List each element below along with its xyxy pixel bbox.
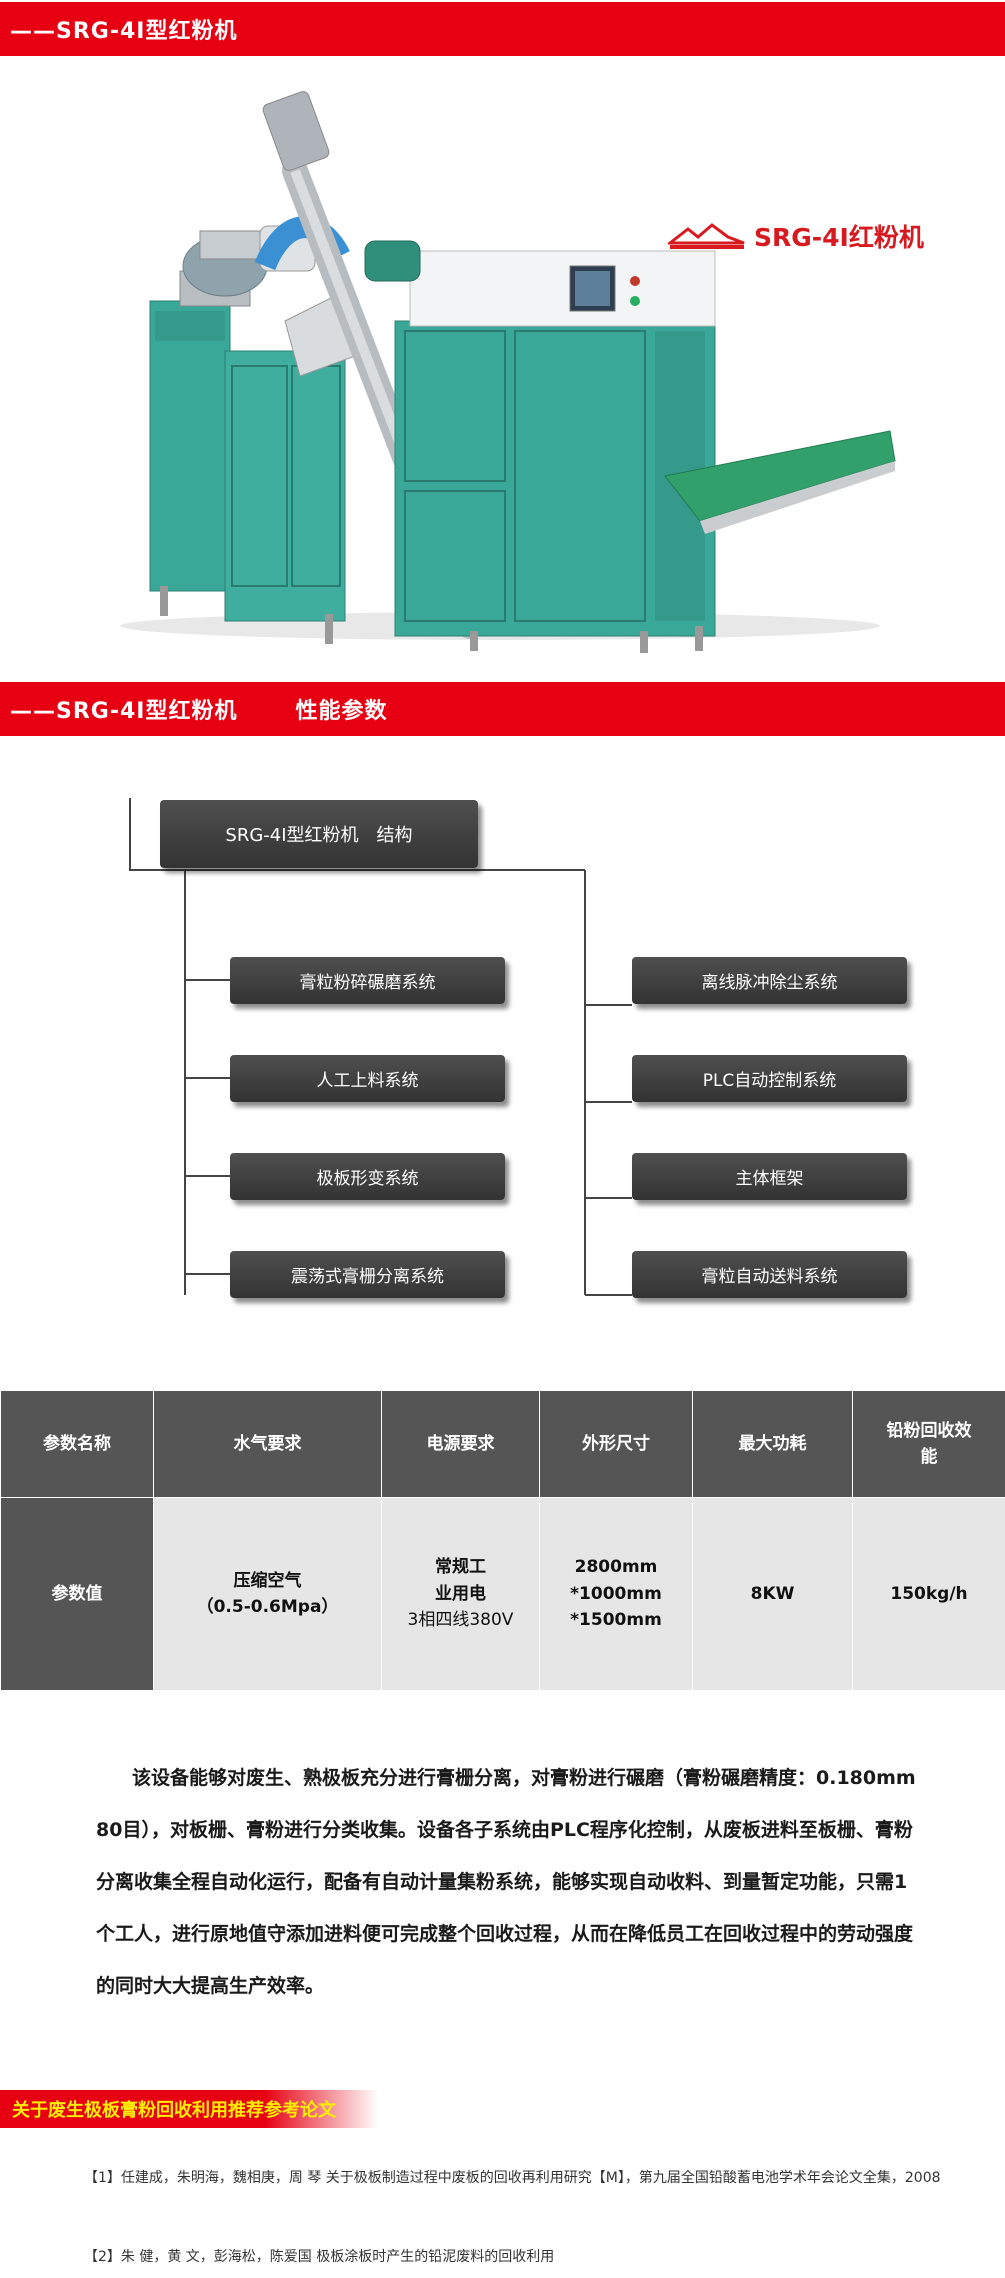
- diagram-left-item: 人工上料系统: [230, 1055, 505, 1102]
- header-text: 铅粉回收效能: [886, 1420, 972, 1467]
- cell-line: *1500mm: [570, 1610, 662, 1631]
- diagram-left-item: 膏粒粉碎碾磨系统: [230, 957, 505, 1004]
- size-cell: 2800mm *1000mm *1500mm: [539, 1497, 693, 1691]
- diagram-left-item: 震荡式膏栅分离系统: [230, 1251, 505, 1298]
- product-photo: SRG-4I红粉机: [0, 66, 1005, 656]
- cell-line: 常规工: [435, 1557, 486, 1578]
- cell-line: （0.5-0.6Mpa）: [196, 1597, 339, 1617]
- machine-illustration: [120, 91, 896, 653]
- cell-line: *1000mm: [570, 1583, 662, 1604]
- diagram-right-item: 膏粒自动送料系统: [632, 1251, 907, 1298]
- description-paragraph: 该设备能够对废生、熟极板充分进行膏栅分离，对膏粉进行碾磨（膏粉碾磨精度：0.18…: [96, 1767, 916, 1997]
- item-label: 主体框架: [735, 1169, 804, 1189]
- section-banner-performance: ——SRG-4I型红粉机 性能参数: [0, 682, 1005, 736]
- reference-item: 【1】任建成，朱明海，魏相庚，周 琴 关于极板制造过程中废板的回收再利用研究【M…: [84, 2170, 941, 2186]
- item-label: 离线脉冲除尘系统: [701, 973, 838, 993]
- recovery-cell: 150kg/h: [852, 1497, 1005, 1691]
- parameters-table: 参数名称 水气要求 电源要求 外形尺寸 最大功耗 铅粉回收效能 参数值 压缩空气…: [0, 1390, 1005, 1691]
- banner-subtitle: 性能参数: [295, 699, 388, 724]
- diagram-right-item: 离线脉冲除尘系统: [632, 957, 907, 1004]
- references-heading: 关于废生极板膏粉回收利用推荐参考论文: [0, 2090, 378, 2128]
- cell-line: 2800mm: [574, 1557, 658, 1578]
- brand-logo-icon: [668, 223, 745, 249]
- diagram-title: SRG-4I型红粉机 结构: [225, 825, 413, 846]
- diagram-left-item: 极板形变系统: [230, 1153, 505, 1200]
- banner-title: ——SRG-4I型红粉机: [10, 19, 238, 44]
- power-cell: 常规工 业用电 3相四线380V: [381, 1497, 540, 1691]
- header-cell: 水气要求: [153, 1390, 382, 1498]
- diagram-right-item: PLC自动控制系统: [632, 1055, 907, 1102]
- brand-text: SRG-4I红粉机: [754, 223, 924, 252]
- reference-item: 【2】朱 健，黄 文，彭海松，陈爱国 极板涂板时产生的铅泥废料的回收利用: [84, 2249, 555, 2265]
- max-power-cell: 8KW: [692, 1497, 853, 1691]
- cell-line: 压缩空气: [233, 1570, 302, 1591]
- structure-diagram: SRG-4I型红粉机 结构 膏粒粉碎碾磨系统 人工上料系统 极板形变系统 震荡式…: [0, 790, 1005, 1320]
- diagram-connectors: [129, 798, 632, 1296]
- brand-label: SRG-4I红粉机: [668, 218, 924, 254]
- header-cell: 电源要求: [381, 1390, 540, 1498]
- cell-line: 业用电: [435, 1583, 486, 1604]
- item-label: PLC自动控制系统: [702, 1071, 837, 1091]
- references-heading-text: 关于废生极板膏粉回收利用推荐参考论文: [12, 2100, 336, 2121]
- item-label: 人工上料系统: [316, 1071, 419, 1091]
- cell-line: 3相四线380V: [407, 1610, 514, 1631]
- table-row: 参数值 压缩空气 （0.5-0.6Mpa） 常规工 业用电 3相四线380V 2…: [0, 1497, 1005, 1691]
- header-cell: 最大功耗: [692, 1390, 853, 1498]
- diagram-title-box: SRG-4I型红粉机 结构: [160, 800, 478, 868]
- item-label: 极板形变系统: [316, 1169, 419, 1189]
- item-label: 震荡式膏栅分离系统: [291, 1267, 444, 1287]
- diagram-right-item: 主体框架: [632, 1153, 907, 1200]
- header-cell: 铅粉回收效能: [852, 1390, 1005, 1498]
- header-cell: 外形尺寸: [539, 1390, 693, 1498]
- item-label: 膏粒粉碎碾磨系统: [299, 973, 436, 993]
- water-gas-cell: 压缩空气 （0.5-0.6Mpa）: [153, 1497, 382, 1691]
- banner-title: ——SRG-4I型红粉机: [10, 699, 238, 724]
- header-cell: 参数名称: [0, 1390, 154, 1498]
- table-header-row: 参数名称 水气要求 电源要求 外形尺寸 最大功耗 铅粉回收效能: [0, 1390, 1005, 1498]
- item-label: 膏粒自动送料系统: [701, 1267, 838, 1287]
- section-banner-product: ——SRG-4I型红粉机: [0, 2, 1005, 56]
- row-label: 参数值: [0, 1497, 154, 1691]
